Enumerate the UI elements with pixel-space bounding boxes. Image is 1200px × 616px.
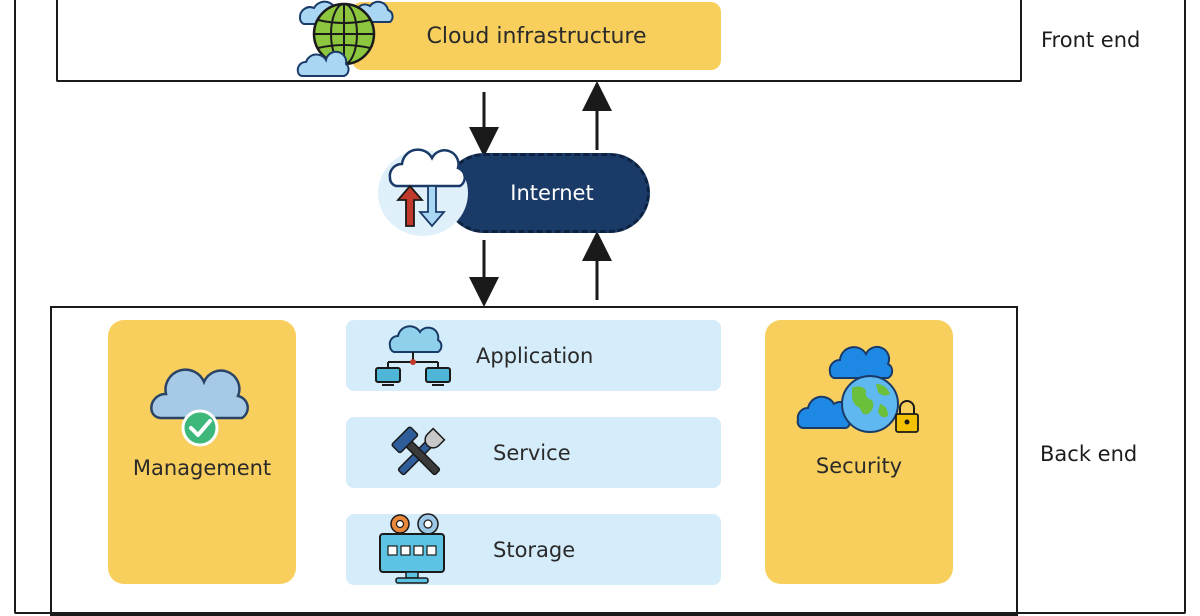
management-label: Management <box>132 456 272 480</box>
management-tile <box>108 320 296 584</box>
cloud-infrastructure-box: Cloud infrastructure <box>352 2 721 70</box>
cloud-infrastructure-label: Cloud infrastructure <box>426 23 647 49</box>
wrench-hammer-icon <box>386 424 452 484</box>
security-label: Security <box>815 454 903 478</box>
front-end-box <box>56 0 1022 82</box>
back-end-label: Back end <box>1040 442 1138 466</box>
monitor-gears-icon <box>376 510 450 586</box>
cloud-upload-download-icon <box>382 142 468 232</box>
internet-node: Internet <box>444 153 650 233</box>
cloud-check-icon <box>146 360 250 452</box>
globe-icon <box>294 0 394 80</box>
service-label: Service <box>493 440 571 465</box>
storage-label: Storage <box>493 537 576 562</box>
cloud-network-icon <box>372 322 454 388</box>
internet-label: Internet <box>510 181 594 205</box>
cloud-globe-lock-icon <box>796 342 926 442</box>
application-label: Application <box>476 343 594 368</box>
front-end-label: Front end <box>1041 28 1141 52</box>
